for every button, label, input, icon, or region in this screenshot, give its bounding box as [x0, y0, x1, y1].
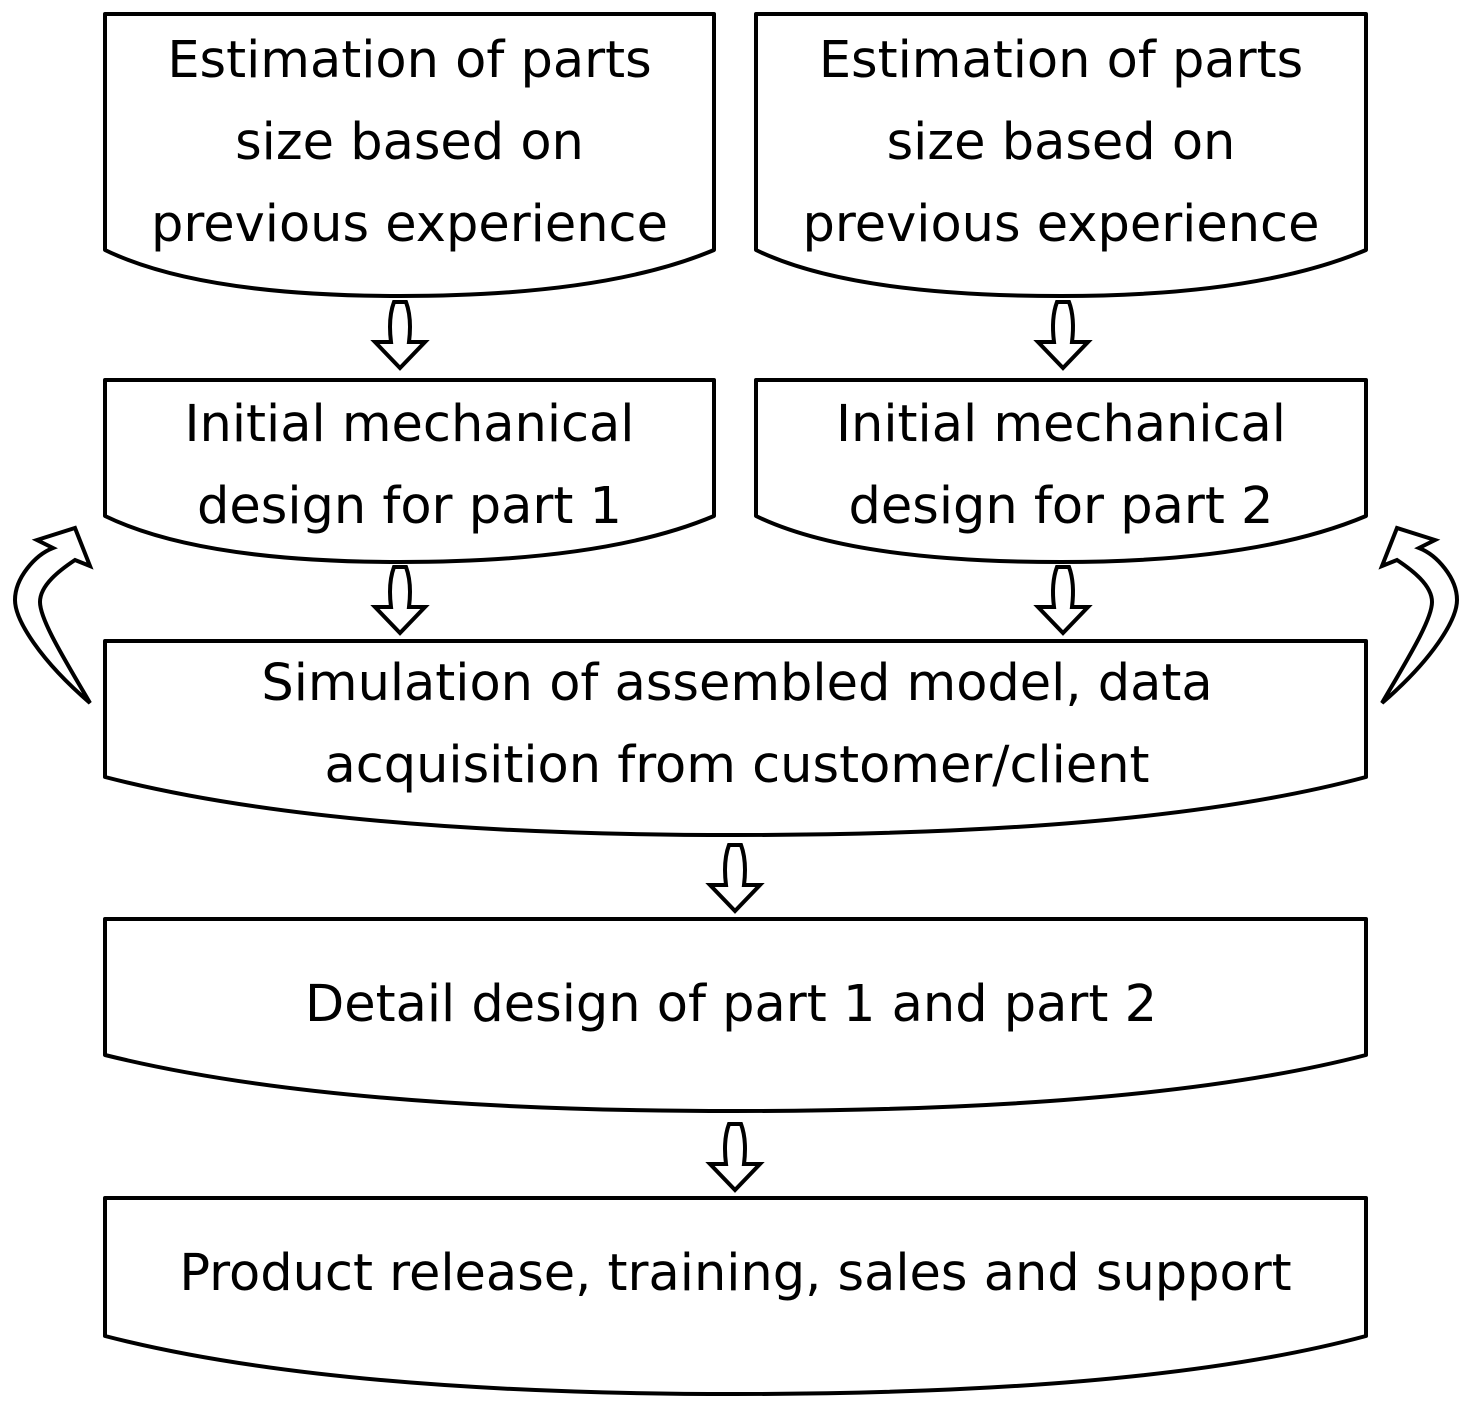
down-arrow-icon	[705, 843, 765, 914]
text-line: previous experience	[151, 195, 668, 254]
estimate-part-2-text: Estimation of parts size based on previo…	[756, 20, 1366, 266]
text-line: Simulation of assembled model, data	[261, 654, 1213, 713]
estimate-part-1-box	[103, 12, 716, 298]
text-line: Initial mechanical	[184, 395, 635, 454]
text-line: Detail design of part 1 and part 2	[304, 975, 1158, 1034]
text-line: Estimation of parts	[818, 31, 1304, 90]
initial-design-part-2-box	[754, 378, 1368, 564]
simulation-text: Simulation of assembled model, data acqu…	[92, 643, 1382, 807]
text-line: acquisition from customer/client	[324, 736, 1150, 795]
text-line: Estimation of parts	[167, 31, 652, 90]
product-release-box	[103, 1196, 1368, 1396]
down-arrow-icon	[1033, 300, 1093, 371]
down-arrow-icon	[705, 1122, 765, 1193]
down-arrow-icon	[1033, 565, 1093, 636]
down-arrow-icon	[370, 300, 430, 371]
simulation-box	[103, 639, 1368, 837]
text-line: previous experience	[802, 195, 1320, 254]
text-line: design for part 1	[197, 477, 622, 536]
text-line: Product release, training, sales and sup…	[179, 1244, 1292, 1303]
down-arrow-icon	[370, 565, 430, 636]
text-line: Initial mechanical	[836, 395, 1286, 454]
product-release-text: Product release, training, sales and sup…	[105, 1233, 1366, 1315]
estimate-part-1-text: Estimation of parts size based on previo…	[105, 20, 714, 266]
feedback-curved-arrow-right-icon	[1378, 525, 1460, 705]
text-line: size based on	[886, 113, 1236, 172]
text-line: design for part 2	[848, 477, 1274, 536]
initial-design-part-1-box	[103, 378, 716, 564]
detail-design-text: Detail design of part 1 and part 2	[105, 964, 1357, 1046]
text-line: size based on	[235, 113, 584, 172]
detail-design-box	[103, 917, 1368, 1113]
feedback-curved-arrow-left-icon	[12, 525, 94, 705]
initial-design-part-2-text: Initial mechanical design for part 2	[756, 384, 1366, 548]
estimate-part-2-box	[754, 12, 1368, 298]
initial-design-part-1-text: Initial mechanical design for part 1	[105, 384, 714, 548]
